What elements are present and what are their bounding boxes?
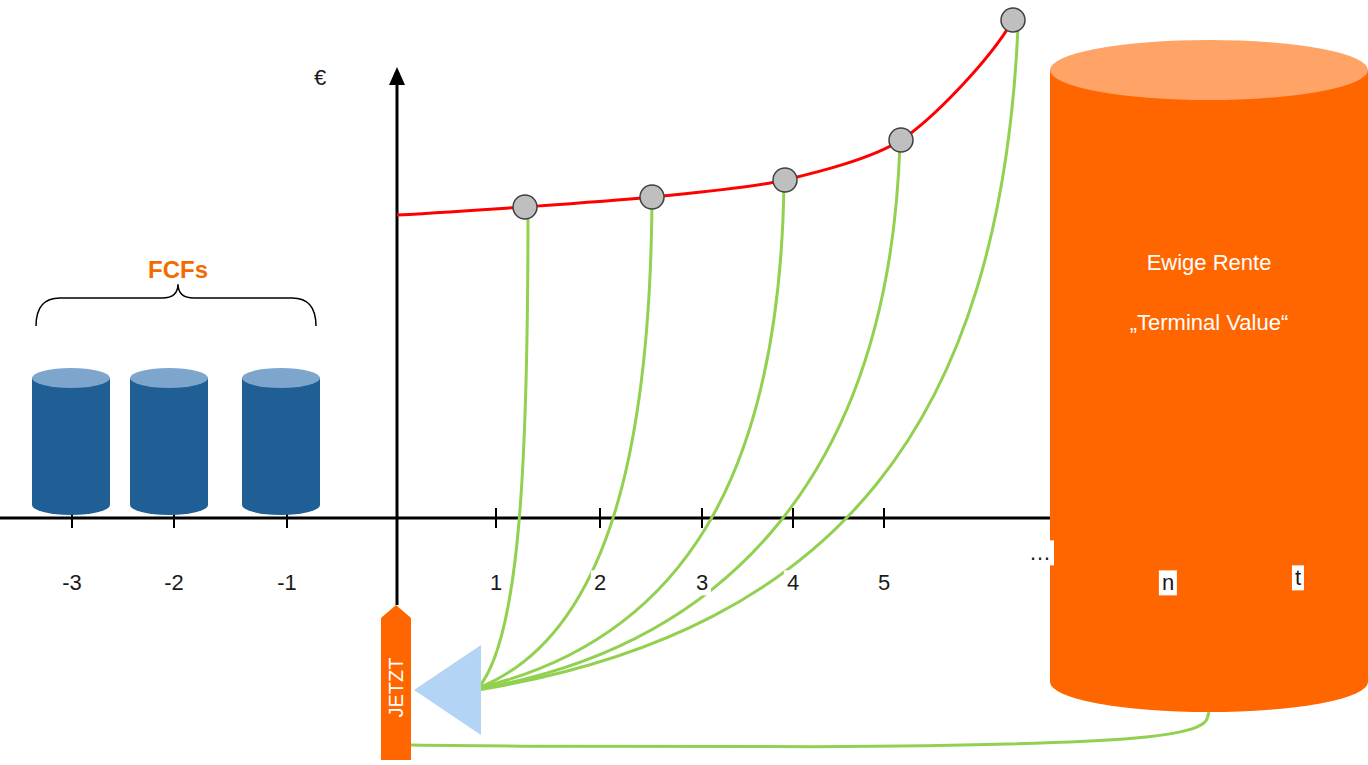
axis-label: 5 bbox=[875, 570, 893, 595]
bracket bbox=[36, 284, 316, 326]
pointer-triangle bbox=[414, 645, 481, 735]
axis-label: -3 bbox=[59, 570, 85, 595]
axis-label: € bbox=[311, 65, 329, 90]
cylinder-shape bbox=[1050, 40, 1368, 712]
y-axis-head bbox=[389, 67, 405, 85]
cashflow-dots bbox=[513, 8, 1025, 219]
fcf-cylinders bbox=[32, 368, 320, 515]
group-label: FCFs bbox=[145, 256, 211, 284]
axis-label: … bbox=[1026, 540, 1054, 565]
axis-ticks bbox=[72, 508, 1168, 528]
axis-label: 4 bbox=[784, 570, 802, 595]
node-text: Ewige Rente bbox=[1147, 250, 1272, 276]
value-curve bbox=[397, 20, 1013, 215]
axis-label: -2 bbox=[161, 570, 187, 595]
node-text: JETZT bbox=[385, 658, 408, 718]
node-text: „Terminal Value“ bbox=[1130, 310, 1289, 336]
discount-curves bbox=[478, 28, 1018, 690]
axis-label: t bbox=[1292, 565, 1304, 590]
axis-label: 2 bbox=[591, 570, 609, 595]
now-marker: JETZT bbox=[381, 605, 411, 760]
axis-label: n bbox=[1159, 570, 1177, 595]
axis-label: -1 bbox=[274, 570, 300, 595]
y-axis bbox=[396, 82, 399, 605]
axis-label: 1 bbox=[487, 570, 505, 595]
terminal-value-cylinder: Ewige Rente „Terminal Value“ bbox=[1050, 40, 1368, 712]
discount-connector bbox=[411, 712, 1209, 747]
axis-label: 3 bbox=[693, 570, 711, 595]
